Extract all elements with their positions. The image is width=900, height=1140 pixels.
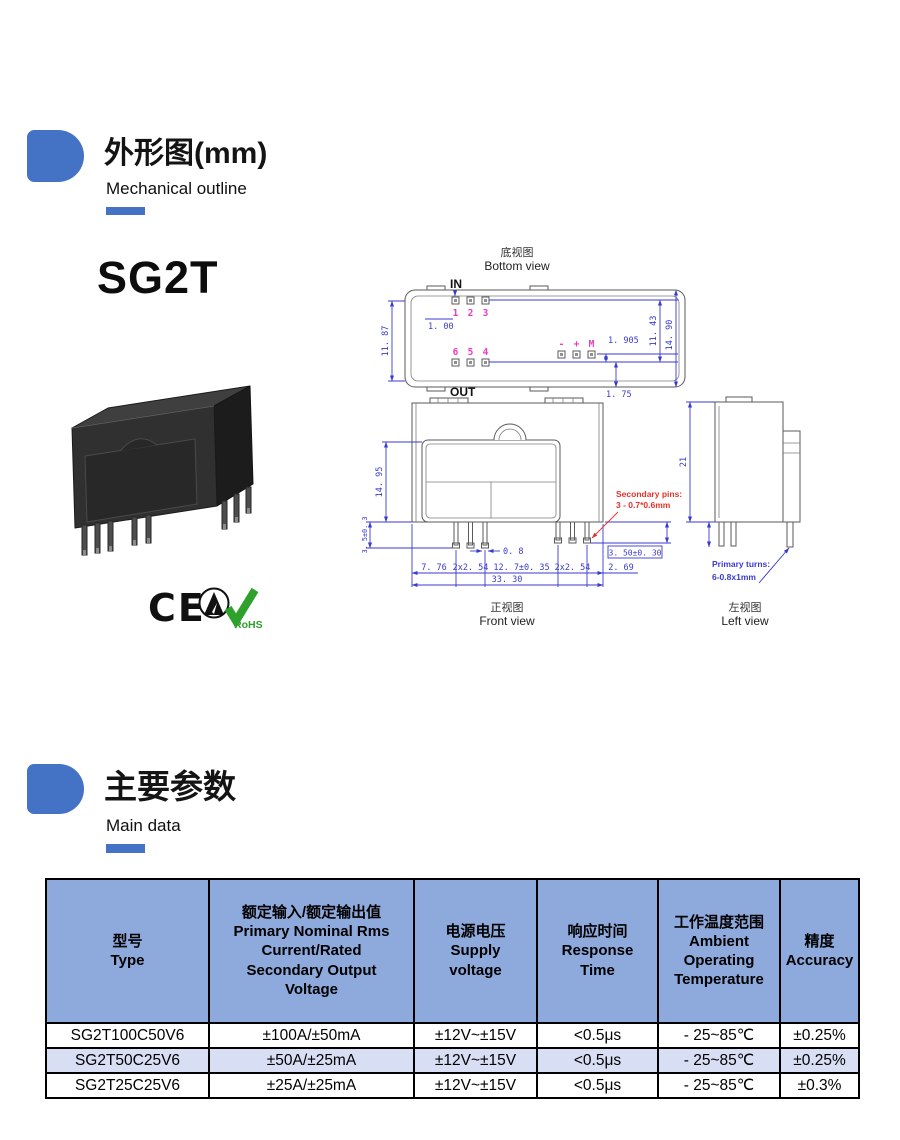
- cell-temperature: - 25~85℃: [657, 1047, 781, 1074]
- table-row: SG2T25C25V6 ±25A/±25mA ±12V~±15V <0.5μs …: [45, 1072, 860, 1099]
- dim-pin-offset: 1. 00: [428, 322, 454, 332]
- pin-plus-label: +: [574, 339, 580, 350]
- dim-d3: 12. 7±0. 35: [493, 563, 549, 573]
- cell-supply: ±12V~±15V: [413, 1072, 538, 1099]
- section-outline-title: 外形图(mm): [104, 137, 268, 170]
- dim-pin-span: 11. 43: [649, 316, 659, 347]
- front-view-title-cn: 正视图: [491, 600, 524, 614]
- cell-response: <0.5μs: [536, 1022, 659, 1049]
- pin-6-label: 6: [453, 347, 459, 358]
- pin-1-label: 1: [453, 308, 459, 319]
- cell-accuracy: ±0.3%: [779, 1072, 860, 1099]
- col-header-operating-temperature: 工作温度范围 Ambient Operating Temperature: [657, 878, 781, 1024]
- dim-m-offset: 1. 905: [608, 336, 639, 346]
- cell-temperature: - 25~85℃: [657, 1022, 781, 1049]
- dim-pin-length: 3. 5±0. 3: [361, 517, 369, 554]
- dim-body-height: 14. 90: [665, 320, 675, 351]
- certification-marks: CE RoHS: [148, 586, 263, 630]
- pin-m-label: M: [589, 339, 595, 350]
- cell-primary: ±50A/±25mA: [208, 1047, 415, 1074]
- main-data-table: 型号 Type 额定输入/额定输出值 Primary Nominal Rms C…: [45, 878, 860, 1099]
- left-view-title-cn: 左视图: [729, 600, 762, 614]
- bottom-view-dim-lines: [388, 289, 679, 388]
- front-view-title-en: Front view: [479, 614, 535, 628]
- dim-d1: 7. 76: [421, 563, 447, 573]
- section-data-underline: [106, 844, 145, 853]
- mechanical-drawing: 底视图 Bottom view IN OUT 1 2 3 6 5 4 - +: [361, 245, 801, 628]
- dim-pin-length-right: 3. 50±0. 30: [609, 549, 662, 558]
- dim-d2: 2x2. 54: [453, 563, 489, 573]
- dim-total-width: 33. 30: [492, 575, 523, 585]
- pin-minus-label: -: [559, 339, 565, 350]
- product-pins: [81, 486, 252, 556]
- bottom-view-pins: [451, 296, 596, 367]
- cell-type: SG2T100C50V6: [45, 1022, 210, 1049]
- cell-response: <0.5μs: [536, 1047, 659, 1074]
- table-header-row: 型号 Type 额定输入/额定输出值 Primary Nominal Rms C…: [45, 878, 860, 1024]
- bottom-view-title-en: Bottom view: [484, 259, 550, 273]
- ce-mark: CE: [148, 586, 206, 630]
- dim-left-height: 21: [679, 457, 689, 467]
- dim-inner-height: 11. 87: [381, 326, 391, 357]
- cell-supply: ±12V~±15V: [413, 1022, 538, 1049]
- section-data-title: 主要参数: [104, 768, 236, 805]
- front-view-dim-lines: [366, 441, 671, 588]
- section-outline-underline: [106, 207, 145, 215]
- primary-turns-note-line2: 6-0.8x1mm: [712, 572, 756, 582]
- cell-type: SG2T50C25V6: [45, 1047, 210, 1074]
- cell-primary: ±100A/±50mA: [208, 1022, 415, 1049]
- cell-temperature: - 25~85℃: [657, 1072, 781, 1099]
- front-view: 14. 95 3. 5±0. 3 0. 8 7. 76 2x2. 54 12. …: [361, 397, 682, 628]
- product-model: SG2T: [97, 252, 219, 303]
- section-outline-subtitle: Mechanical outline: [106, 179, 247, 198]
- bottom-view-outline: [404, 285, 686, 392]
- rohs-label: RoHS: [234, 619, 263, 630]
- cell-response: <0.5μs: [536, 1072, 659, 1099]
- cell-accuracy: ±0.25%: [779, 1022, 860, 1049]
- out-label: OUT: [450, 385, 476, 399]
- product-body: [71, 385, 254, 529]
- pin-3-label: 3: [483, 308, 489, 319]
- primary-turns-note-line1: Primary turns:: [712, 559, 770, 569]
- dim-core-height: 14. 95: [375, 467, 385, 498]
- cell-accuracy: ±0.25%: [779, 1047, 860, 1074]
- dim-pin-width: 0. 8: [503, 547, 523, 557]
- secondary-pins-note-line2: 3 - 0.7*0.6mm: [616, 500, 671, 510]
- pin-5-label: 5: [468, 347, 474, 358]
- esd-mark-icon: [198, 587, 230, 619]
- secondary-pins-note-line1: Secondary pins:: [616, 489, 682, 499]
- dim-edge-offset: 1. 75: [606, 390, 632, 400]
- dim-d4: 2x2. 54: [555, 563, 591, 573]
- col-header-supply-voltage: 电源电压 Supply voltage: [413, 878, 538, 1024]
- table-row: SG2T100C50V6 ±100A/±50mA ±12V~±15V <0.5μ…: [45, 1022, 860, 1049]
- left-view-outline: [714, 396, 801, 548]
- cell-type: SG2T25C25V6: [45, 1072, 210, 1099]
- section-data-accent-shape: [27, 764, 84, 814]
- bottom-view-title-cn: 底视图: [501, 245, 534, 259]
- left-view-dim-lines: [686, 401, 790, 584]
- cell-primary: ±25A/±25mA: [208, 1072, 415, 1099]
- left-view-title-en: Left view: [721, 614, 769, 628]
- section-data-subtitle: Main data: [106, 816, 181, 835]
- dim-d5: 2. 69: [608, 563, 634, 573]
- col-header-type: 型号 Type: [45, 878, 210, 1024]
- pin-4-label: 4: [483, 347, 489, 358]
- rohs-check-icon: [224, 587, 259, 629]
- in-label: IN: [450, 277, 462, 291]
- col-header-primary-nominal: 额定输入/额定输出值 Primary Nominal Rms Current/R…: [208, 878, 415, 1024]
- bottom-view: 底视图 Bottom view IN OUT 1 2 3 6 5 4 - +: [381, 245, 686, 400]
- product-photo: [71, 385, 254, 556]
- table-row: SG2T50C25V6 ±50A/±25mA ±12V~±15V <0.5μs …: [45, 1047, 860, 1074]
- col-header-accuracy: 精度 Accuracy: [779, 878, 860, 1024]
- pin-2-label: 2: [468, 308, 474, 319]
- section-outline-accent-shape: [27, 130, 84, 182]
- front-view-outline: [411, 397, 604, 549]
- col-header-response-time: 响应时间 Response Time: [536, 878, 659, 1024]
- left-view: 21 Primary turns: 6-0.8x1mm 左视图 Left vie…: [679, 396, 801, 628]
- cell-supply: ±12V~±15V: [413, 1047, 538, 1074]
